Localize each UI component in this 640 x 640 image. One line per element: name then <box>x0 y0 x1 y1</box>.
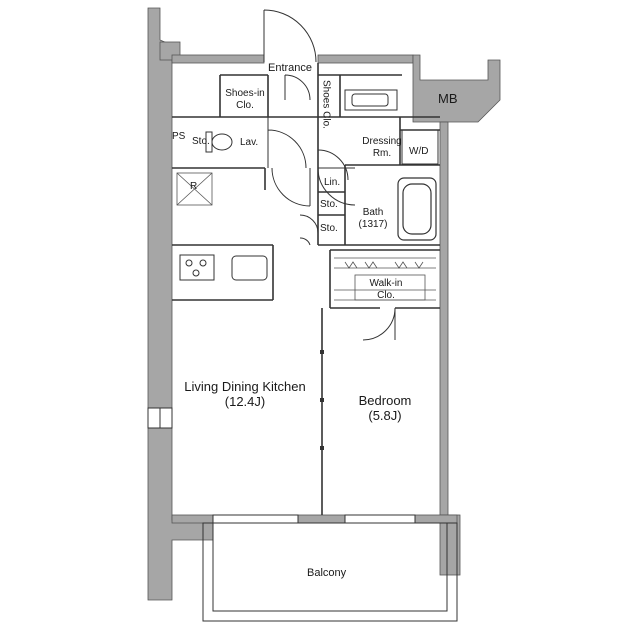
lav-door <box>267 117 307 169</box>
right-wall <box>439 121 449 523</box>
bathtub <box>397 177 437 241</box>
label-mb: MB <box>438 91 458 106</box>
dressing-line1: Dressing <box>362 136 402 147</box>
bedroom-door <box>362 307 396 341</box>
shoes-clo-line2: Clo. <box>320 111 332 129</box>
label-walkin-clo: Walk-in Clo. <box>360 278 412 301</box>
label-lin: Lin. <box>324 177 341 188</box>
walkin-line1: Walk-in <box>369 278 403 289</box>
label-sto-mid: Sto. <box>320 199 338 210</box>
label-lav: Lav. <box>240 137 259 148</box>
shoes-door <box>284 74 311 101</box>
label-balcony: Balcony <box>307 567 347 579</box>
toilet-tank <box>205 131 213 153</box>
ldk-door <box>271 167 311 207</box>
dressing-door <box>317 149 349 181</box>
vanity <box>344 89 398 111</box>
top-wall-right <box>317 54 414 64</box>
bath-door <box>317 167 356 206</box>
kitchen <box>179 254 268 281</box>
dressing-line2: Rm. <box>372 147 392 159</box>
label-sto-top: Sto. <box>192 136 210 147</box>
bedroom-line2: (5.8J) <box>368 407 402 423</box>
shoes-clo-line1: Shoes <box>320 80 332 109</box>
label-shoes-clo: Shoes Clo. <box>320 80 332 129</box>
label-bedroom: Bedroom (5.8J) <box>340 393 430 424</box>
wd-box <box>401 129 439 165</box>
label-ldk: Living Dining Kitchen (12.4J) <box>170 379 320 410</box>
sto2-door <box>299 237 311 246</box>
mb-wall <box>412 54 501 123</box>
fridge-box <box>176 172 213 206</box>
walkin-line2: Clo. <box>377 289 395 301</box>
left-column-wall <box>147 7 214 601</box>
label-r: R <box>190 181 198 192</box>
label-wd: W/D <box>409 146 429 157</box>
top-wall <box>171 54 265 64</box>
label-dressing: Dressing Rm. <box>356 136 408 159</box>
sto-door <box>299 214 319 234</box>
cooktop <box>179 254 215 281</box>
label-shoes-in-clo: Shoes-in Clo. <box>223 88 267 111</box>
doors <box>263 9 396 341</box>
left-window <box>147 407 173 429</box>
bedroom-line1: Bedroom <box>358 393 412 408</box>
label-entrance: Entrance <box>268 62 313 74</box>
shoes-in-clo-line2: Clo. <box>236 99 254 111</box>
shoes-in-clo-line1: Shoes-in <box>225 88 265 99</box>
balcony-area <box>202 522 458 622</box>
fixtures <box>205 89 439 165</box>
bath-line2: (1317) <box>358 218 388 230</box>
kitchen-sink <box>231 255 268 281</box>
ldk-line1: Living Dining Kitchen <box>184 379 306 394</box>
sink <box>351 93 389 107</box>
label-sto-low: Sto. <box>320 223 338 234</box>
structural-walls <box>147 7 501 601</box>
label-bath: Bath (1317) <box>350 207 396 230</box>
toilet <box>211 133 233 151</box>
bath-line1: Bath <box>362 207 384 218</box>
walkin-closet-rails <box>334 257 436 301</box>
label-ps: PS <box>172 131 186 142</box>
sliding-partition-marks <box>320 350 324 450</box>
entrance-door <box>263 9 317 63</box>
bottom-sashes <box>212 514 416 524</box>
ldk-line2: (12.4J) <box>224 393 266 409</box>
partitions <box>172 63 440 515</box>
